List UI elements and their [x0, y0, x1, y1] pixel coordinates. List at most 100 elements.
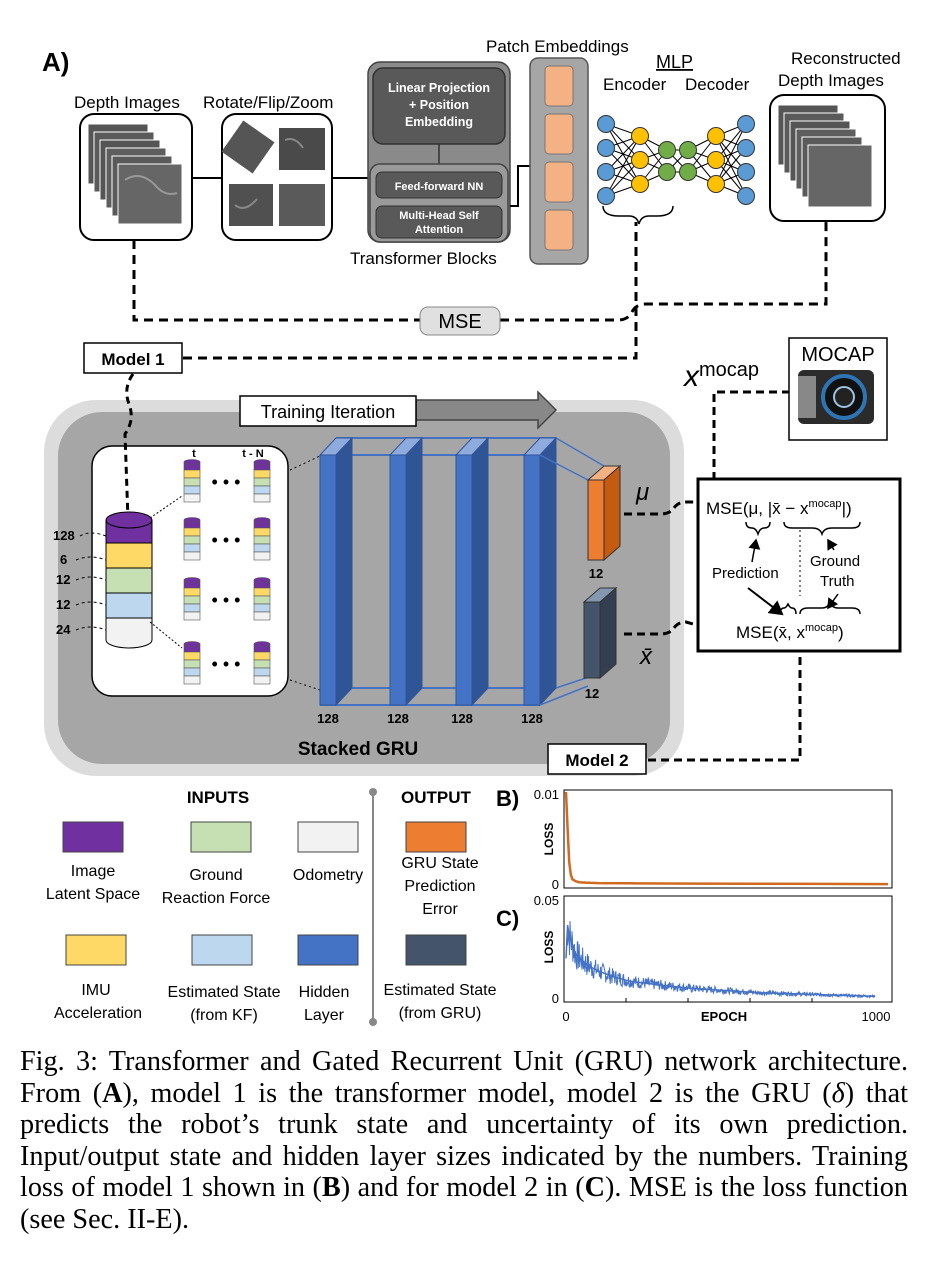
mini-input-stack: [183, 577, 201, 621]
mlp-neuron: [707, 151, 725, 169]
ellipsis-dots: • • •: [212, 654, 241, 674]
mini-input-stack: [253, 517, 271, 561]
chart-b-ylabel: LOSS: [542, 823, 556, 856]
legend-inputs-title: INPUTS: [187, 788, 249, 807]
patch-embeddings-box: [529, 57, 589, 265]
svg-text:Ground: Ground: [189, 867, 242, 884]
legend-ground-reaction: Ground Reaction Force: [162, 821, 271, 907]
reconstructed-image-stack: [777, 104, 873, 208]
training-iteration-box: [239, 395, 417, 427]
input-size-12b: 12: [56, 597, 70, 612]
mse-eq-truth: Truth: [820, 573, 854, 590]
model2-link: [648, 652, 802, 762]
chart-b-ytick-top: 0.01: [534, 787, 559, 802]
mse-loss-loop: [132, 221, 828, 322]
chart-c-xlabel: EPOCH: [701, 1009, 747, 1024]
training-iteration-label: Training Iteration: [261, 402, 395, 422]
augmented-images: [221, 120, 325, 226]
gru-size-1: 128: [317, 711, 339, 726]
input-size-6: 6: [60, 552, 67, 567]
legend-hidden-layer: Hidden Layer: [297, 934, 359, 1024]
time-tn-label: t - N: [242, 448, 263, 460]
mse-eq-ground: Ground: [810, 553, 860, 570]
chart-b-plot-area: [563, 789, 893, 889]
svg-text:GRU State: GRU State: [401, 855, 478, 872]
patch-tokens: [544, 65, 574, 251]
model1-box: [83, 342, 183, 374]
svg-text:(from KF): (from KF): [190, 1007, 258, 1024]
augment-label: Rotate/Flip/Zoom: [203, 93, 333, 112]
legend-odometry: Odometry: [293, 821, 363, 884]
ffnn-box: [375, 171, 503, 199]
ellipsis-dots: • • •: [212, 530, 241, 550]
mlp-neuron: [631, 127, 649, 145]
chart-c-noise-line: [566, 921, 876, 999]
mini-input-stack: [253, 641, 271, 685]
mu-output-layer: [586, 464, 622, 562]
chart-c-panel-label: C): [496, 906, 519, 931]
mlp-neuron: [597, 139, 615, 157]
legend-output-error: GRU State Prediction Error: [401, 821, 479, 918]
mse-eq-brace-low-right: [799, 599, 861, 615]
reconstructed-line1: Reconstructed: [791, 49, 901, 68]
svg-text:Reaction Force: Reaction Force: [162, 890, 271, 907]
mlp-neuron: [597, 163, 615, 181]
mini-input-stacks: • • •• • •• • •• • •: [183, 459, 271, 685]
chart-b-panel-label: B): [496, 786, 519, 811]
mse-eq-brace-right: [783, 521, 861, 537]
input-size-128: 128: [53, 528, 75, 543]
xbar-link: [624, 620, 701, 636]
svg-text:IMU: IMU: [81, 982, 110, 999]
mlp-neuron: [658, 141, 676, 159]
svg-text:Estimated State: Estimated State: [384, 982, 497, 999]
mu-symbol: μ: [635, 479, 649, 506]
model2-box: [547, 743, 647, 775]
mhsa-box: [375, 205, 503, 239]
mocap-link: [712, 390, 789, 480]
chart-c: C) LOSS 0.05 0 0 1000 EPOCH: [496, 893, 893, 1024]
mu-link: [624, 500, 700, 516]
svg-text:Image: Image: [71, 863, 116, 880]
training-iteration-arrow: [415, 390, 558, 430]
legend-estimated-kf: Estimated State (from KF): [168, 934, 281, 1024]
x-mocap-symbol: xmocap: [682, 359, 759, 393]
mlp-neuron: [707, 175, 725, 193]
input-size-24: 24: [56, 622, 71, 637]
gru-size-3: 128: [451, 711, 473, 726]
mhsa-line1: Multi-Head Self: [399, 210, 479, 222]
linear-projection-line2: + Position: [409, 98, 469, 112]
chart-c-ytick-top: 0.05: [534, 893, 559, 908]
patch-embeddings-label: Patch Embeddings: [486, 37, 629, 56]
chart-b-ytick-bottom: 0: [552, 877, 559, 892]
mse-eq-prediction: Prediction: [712, 565, 779, 582]
mlp-neuron: [679, 163, 697, 181]
stacked-gru-label: Stacked GRU: [298, 739, 418, 760]
svg-text:Error: Error: [422, 901, 458, 918]
mse-box: [419, 306, 501, 336]
svg-text:Prediction: Prediction: [404, 878, 475, 895]
mse-eq-line2: MSE(x̄, xmocap): [736, 622, 844, 642]
mse-eq-brace-left: [745, 521, 771, 537]
mini-input-stack: [253, 459, 271, 503]
mse-label: MSE: [438, 311, 481, 333]
svg-text:Latent Space: Latent Space: [46, 886, 140, 903]
encoder-brace: [602, 205, 674, 225]
input-size-12a: 12: [56, 572, 70, 587]
svg-text:Estimated State: Estimated State: [168, 984, 281, 1001]
gru-layers: [318, 436, 558, 707]
time-t-label: t: [192, 448, 196, 460]
depth-images-label: Depth Images: [74, 93, 180, 112]
mse-eq-brace-low-left: [779, 602, 797, 615]
mlp-neuron: [679, 141, 697, 159]
mhsa-line2: Attention: [415, 224, 464, 236]
mse-eq-line1: MSE(μ, |x̄ − xmocap|): [706, 498, 852, 518]
mocap-camera-icon: [798, 370, 874, 424]
mlp-neuron: [737, 187, 755, 205]
chart-b: B) LOSS 0.01 0: [496, 786, 893, 892]
mlp-neuron: [631, 175, 649, 193]
depth-image-stack: [87, 123, 183, 225]
ellipsis-dots: • • •: [212, 590, 241, 610]
decoder-label: Decoder: [685, 75, 750, 94]
encoder-label: Encoder: [603, 75, 667, 94]
mlp-neuron: [597, 115, 615, 133]
